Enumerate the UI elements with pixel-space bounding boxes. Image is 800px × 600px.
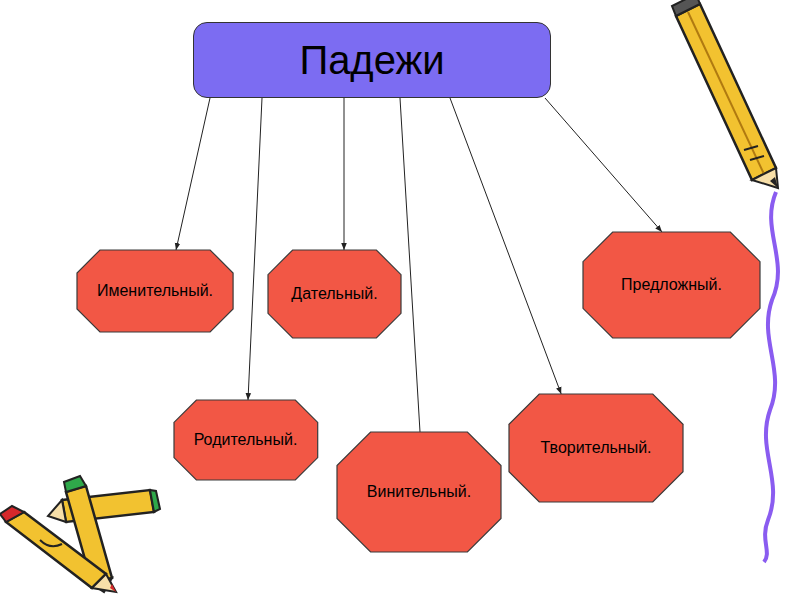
case-octagon: Винительный. — [337, 432, 501, 552]
case-label: Предложный. — [621, 276, 722, 294]
case-label: Родительный. — [194, 431, 298, 449]
case-label: Дательный. — [291, 285, 377, 303]
connector-arrow — [450, 98, 561, 394]
case-octagon: Творительный. — [509, 394, 683, 502]
case-label: Творительный. — [540, 439, 651, 457]
case-octagon: Предложный. — [583, 232, 760, 338]
case-octagon: Родительный. — [174, 400, 318, 480]
title-text: Падежи — [299, 38, 444, 83]
case-octagon: Дательный. — [268, 250, 401, 338]
wavy-line — [764, 192, 778, 562]
title-box: Падежи — [193, 22, 551, 98]
case-octagon: Именительный. — [77, 250, 233, 332]
case-label: Именительный. — [97, 282, 213, 300]
connector-arrow — [344, 98, 345, 250]
connector-arrow — [176, 98, 210, 250]
connector-arrow — [248, 98, 262, 400]
pencil-illustration — [0, 476, 160, 592]
connector-arrow — [545, 98, 662, 232]
connector-arrow — [400, 98, 420, 432]
case-label: Винительный. — [367, 483, 471, 501]
pencil-illustration — [672, 0, 778, 188]
